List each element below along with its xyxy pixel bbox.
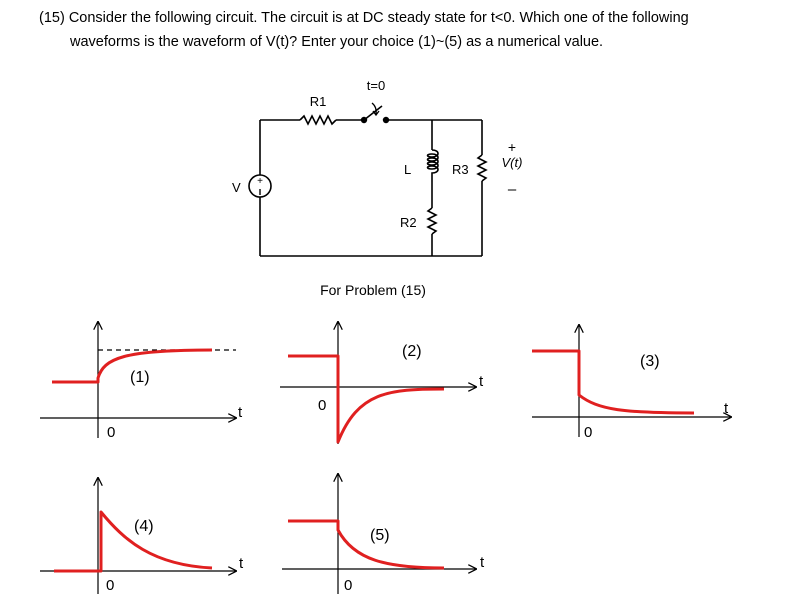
question-line-1: (15) Consider the following circuit. The… (39, 10, 689, 26)
vt-minus: – (508, 181, 517, 198)
w1-zero: 0 (107, 424, 115, 441)
r2-label: R2 (400, 215, 417, 230)
w3-curve (532, 349, 695, 415)
w2-zero: 0 (318, 397, 326, 414)
resistor-r3-icon (476, 154, 488, 182)
waveform-2: (2) 0 t (280, 322, 484, 444)
w4-t: t (239, 555, 244, 572)
w4-curve (54, 510, 213, 573)
resistor-r1-icon (299, 114, 337, 126)
voltage-source-icon: + (248, 174, 272, 198)
question-line-2: waveforms is the waveform of V(t)? Enter… (70, 34, 604, 50)
w5-zero: 0 (344, 577, 352, 594)
w3-label: (3) (640, 353, 660, 370)
w2-t: t (479, 373, 484, 390)
w1-t: t (238, 404, 243, 421)
w4-label: (4) (134, 518, 154, 535)
switch-icon (360, 102, 390, 124)
waveform-4: (4) 0 t (40, 478, 244, 594)
r3-label: R3 (452, 162, 469, 177)
vt-label: V(t) (502, 155, 523, 170)
switch-label: t=0 (367, 78, 385, 93)
w1-label: (1) (130, 369, 150, 386)
waveform-1: (1) 0 t (40, 322, 243, 441)
question-text: (15) Consider the following circuit. The… (39, 6, 779, 54)
w5-t: t (480, 554, 485, 571)
circuit-diagram: + V R1 t=0 L R2 R3 + (232, 78, 522, 298)
w1-curve (52, 348, 213, 384)
r1-label: R1 (310, 94, 327, 109)
inductor-icon (426, 149, 439, 182)
w2-curve (288, 354, 445, 444)
source-plus: + (257, 176, 263, 187)
source-label: V (232, 180, 241, 195)
w4-zero: 0 (106, 577, 114, 594)
resistor-r2-icon (426, 207, 438, 235)
waveform-3: (3) 0 t (532, 325, 731, 441)
inductor-label: L (404, 162, 411, 177)
vt-plus: + (508, 139, 516, 155)
w3-zero: 0 (584, 424, 592, 441)
waveform-5: (5) 0 t (282, 474, 485, 594)
circuit-caption: For Problem (15) (320, 282, 426, 298)
w5-curve (288, 519, 445, 570)
w2-label: (2) (402, 343, 422, 360)
w3-t: t (724, 400, 729, 417)
w5-label: (5) (370, 527, 390, 544)
